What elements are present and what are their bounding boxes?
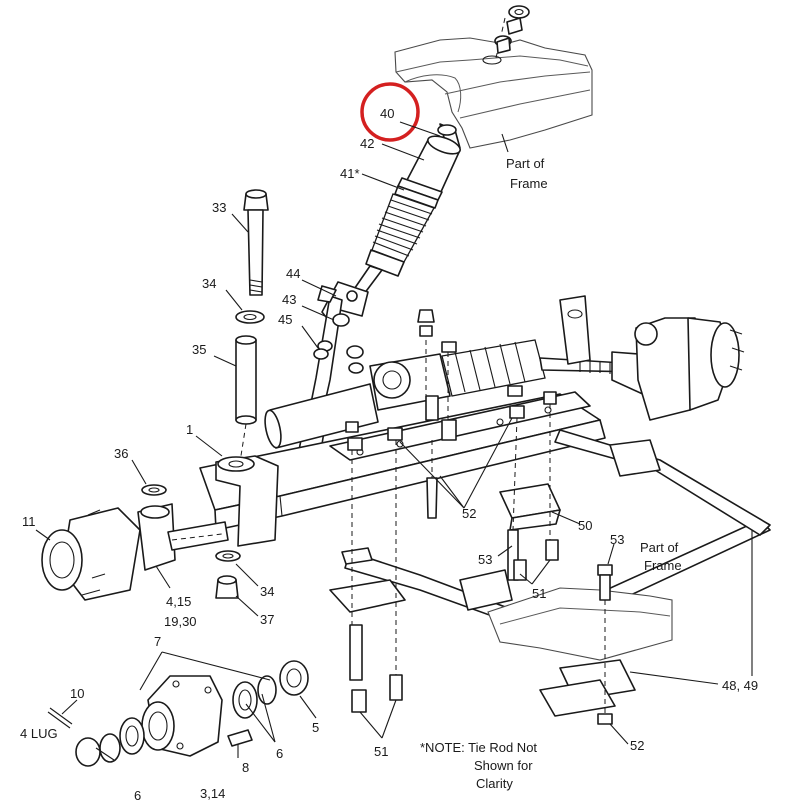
callout-44: 44	[286, 266, 300, 281]
callout-6-right: 6	[276, 746, 283, 761]
frame-top-label-line1: Part of	[506, 156, 545, 171]
callout-53-right: 53	[610, 532, 624, 547]
frame-bottom-label-line1: Part of	[640, 540, 679, 555]
callout-43: 43	[282, 292, 296, 307]
callout-11: 11	[22, 514, 36, 529]
spring-plate-50	[499, 483, 561, 531]
frame-top-label-line2: Frame	[510, 176, 548, 191]
callout-36: 36	[114, 446, 128, 461]
nut-37	[215, 575, 239, 599]
steering-damper-assembly	[321, 123, 461, 323]
assembly-lines	[171, 340, 606, 714]
highlight-circle-40	[360, 82, 420, 142]
bolts-53-51	[349, 477, 613, 725]
exploded-hub-assembly	[47, 660, 309, 767]
callout-37: 37	[260, 612, 274, 627]
callout-42: 42	[360, 136, 374, 151]
callout-34-bottom: 34	[260, 584, 274, 599]
spring-plate-left	[329, 547, 406, 613]
callout-35: 35	[192, 342, 206, 357]
callout-10: 10	[70, 686, 84, 701]
leader-lines	[35, 121, 753, 761]
callout-45: 45	[278, 312, 292, 327]
callout-33: 33	[212, 200, 226, 215]
spacer-35	[235, 335, 257, 425]
upper-mount-hardware	[494, 5, 530, 59]
callout-41: 41*	[340, 166, 360, 181]
callout-51-right: 51	[532, 586, 546, 601]
frame-bottom-section	[487, 587, 673, 717]
callout-5: 5	[312, 720, 319, 735]
callout-4-lug: 4 LUG	[20, 726, 58, 741]
frame-bottom-label-line2: Frame	[644, 558, 682, 573]
frame-top-section	[394, 37, 593, 149]
axle-beam	[199, 391, 606, 531]
callout-52-bottom: 52	[630, 738, 644, 753]
callout-4-15: 4,15	[166, 594, 191, 609]
spindle-arm-1	[215, 455, 279, 547]
callout-40: 40	[380, 106, 394, 121]
washer-34-top	[235, 310, 265, 324]
note-line-2: Shown for	[474, 758, 533, 773]
callout-48-49: 48, 49	[722, 678, 758, 693]
callout-1: 1	[186, 422, 193, 437]
note-line-3: Clarity	[476, 776, 513, 791]
right-spindle-hub	[559, 295, 745, 421]
callout-3-14: 3,14	[200, 786, 225, 800]
callout-34-top: 34	[202, 276, 216, 291]
washer-36	[141, 484, 167, 496]
callout-51-bottom: 51	[374, 744, 388, 759]
callout-7: 7	[154, 634, 161, 649]
callout-8: 8	[242, 760, 249, 775]
leaf-spring	[344, 429, 771, 636]
callout-6-left: 6	[134, 788, 141, 800]
steering-rack-assembly	[264, 339, 681, 449]
callout-19-30: 19,30	[164, 614, 197, 629]
callout-50: 50	[578, 518, 592, 533]
callout-52-mid: 52	[462, 506, 476, 521]
callout-53-left: 53	[478, 552, 492, 567]
note-line-1: *NOTE: Tie Rod Not	[420, 740, 537, 755]
plate-nuts	[345, 309, 557, 451]
left-hub-11	[41, 503, 229, 601]
kingpin-bolt-33	[243, 189, 269, 296]
washer-34-bottom	[215, 550, 241, 562]
